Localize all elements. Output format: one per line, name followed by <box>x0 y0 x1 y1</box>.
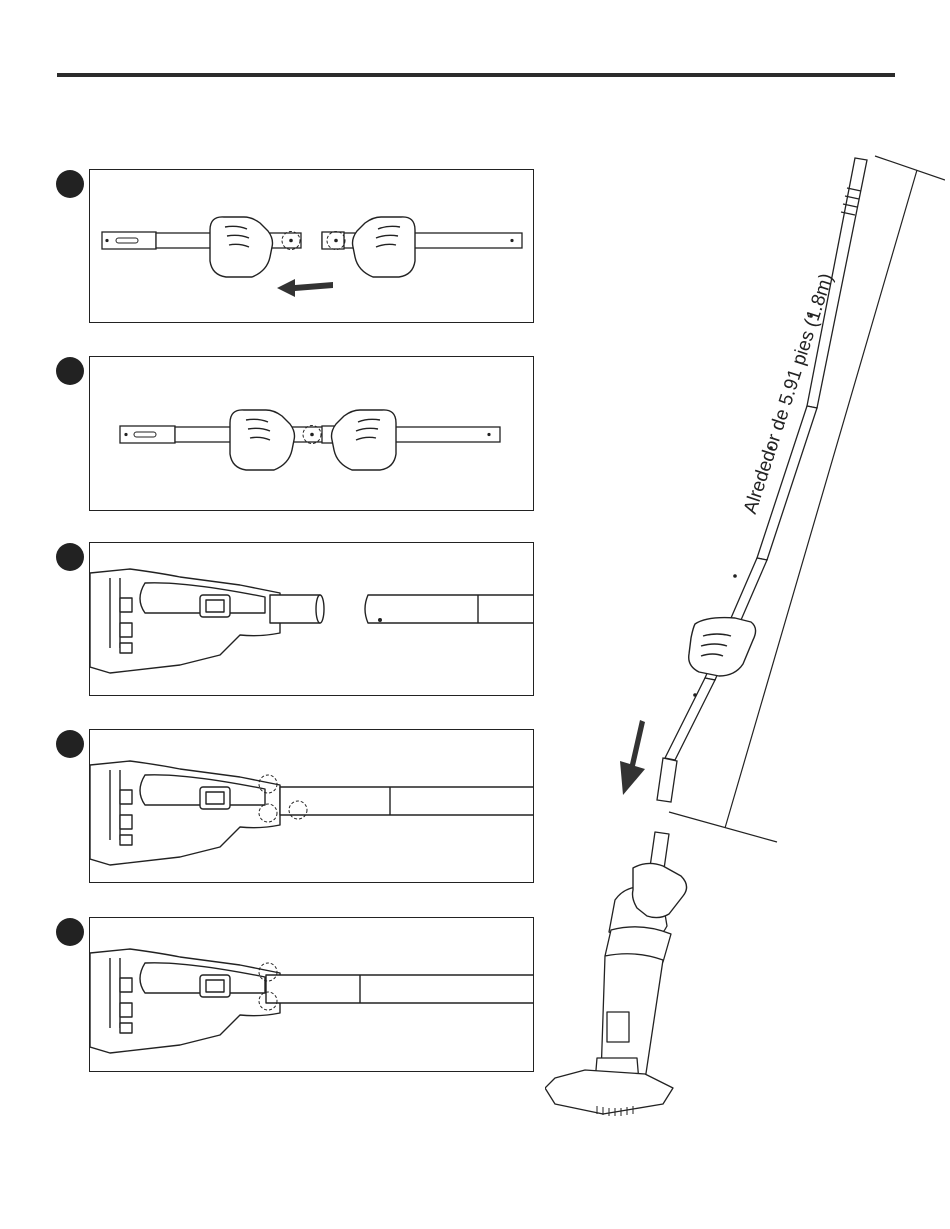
step-4-panel <box>89 729 534 883</box>
cleaner-handle-align-icon <box>90 543 534 696</box>
step-5-badge <box>56 918 84 946</box>
step-1-badge <box>56 170 84 198</box>
down-arrow-icon <box>620 720 645 795</box>
step-2-panel <box>89 356 534 511</box>
step-2-badge <box>56 357 84 385</box>
step-4-badge <box>56 730 84 758</box>
step-5-panel <box>89 917 534 1072</box>
top-rule <box>57 73 895 77</box>
cleaner-handle-locked-icon <box>90 918 534 1072</box>
step-3-badge <box>56 543 84 571</box>
cleaner-handle-insert-icon <box>90 730 534 883</box>
hand-icon <box>689 618 756 676</box>
step-1-panel <box>89 169 534 323</box>
pole-section-connect-icon <box>90 170 534 323</box>
pole-section-locked-icon <box>90 357 534 511</box>
step-3-panel <box>89 542 534 696</box>
assembled-pole-illustration <box>545 140 945 1120</box>
